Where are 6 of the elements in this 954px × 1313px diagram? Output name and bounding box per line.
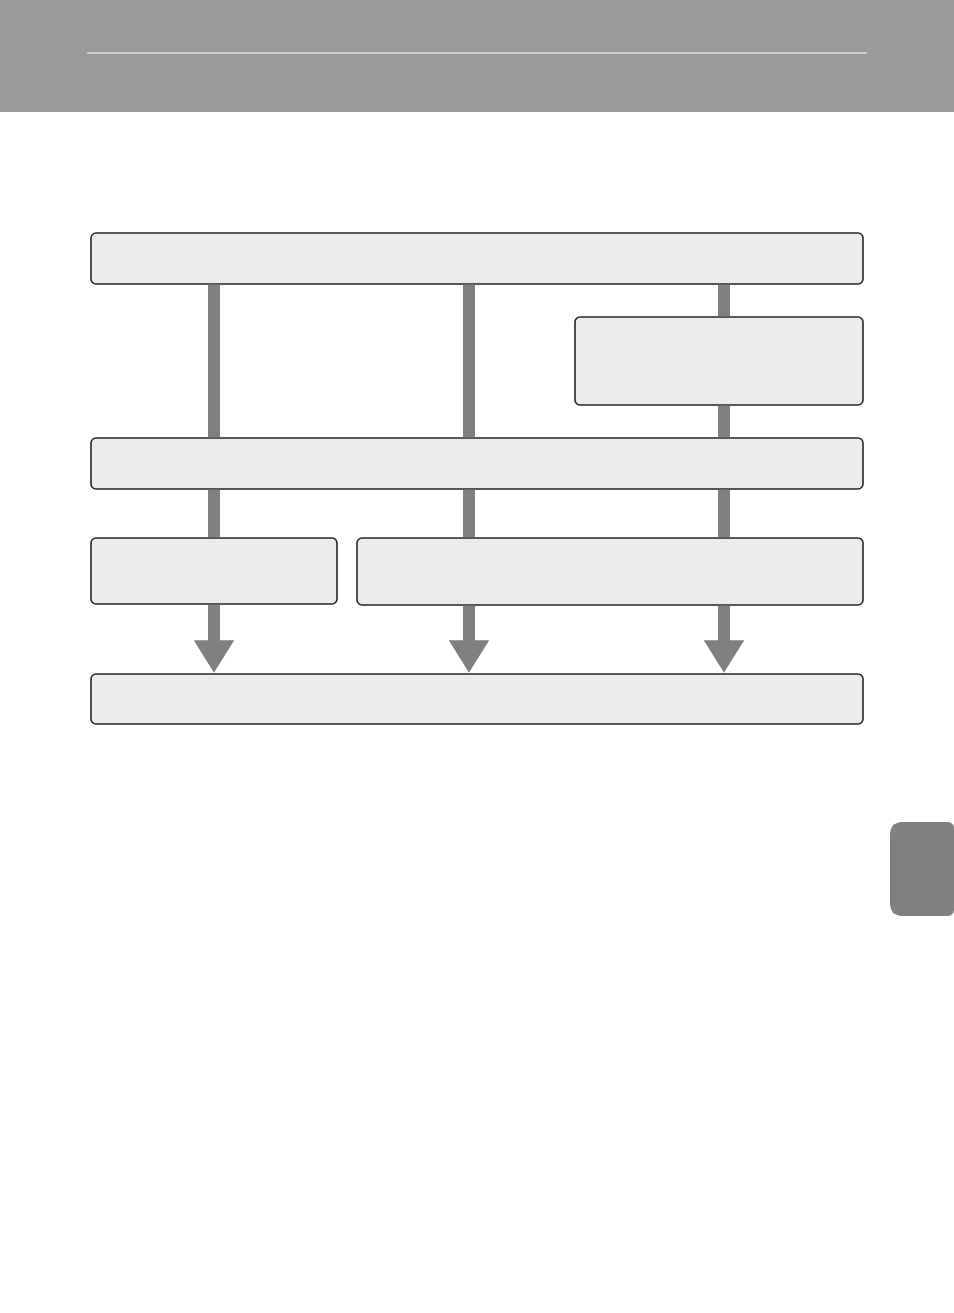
process-box: [90, 232, 864, 285]
process-box: [90, 673, 864, 725]
process-box: [90, 537, 338, 605]
process-box: [90, 437, 864, 490]
process-box: [574, 316, 864, 406]
process-box: [356, 537, 864, 606]
